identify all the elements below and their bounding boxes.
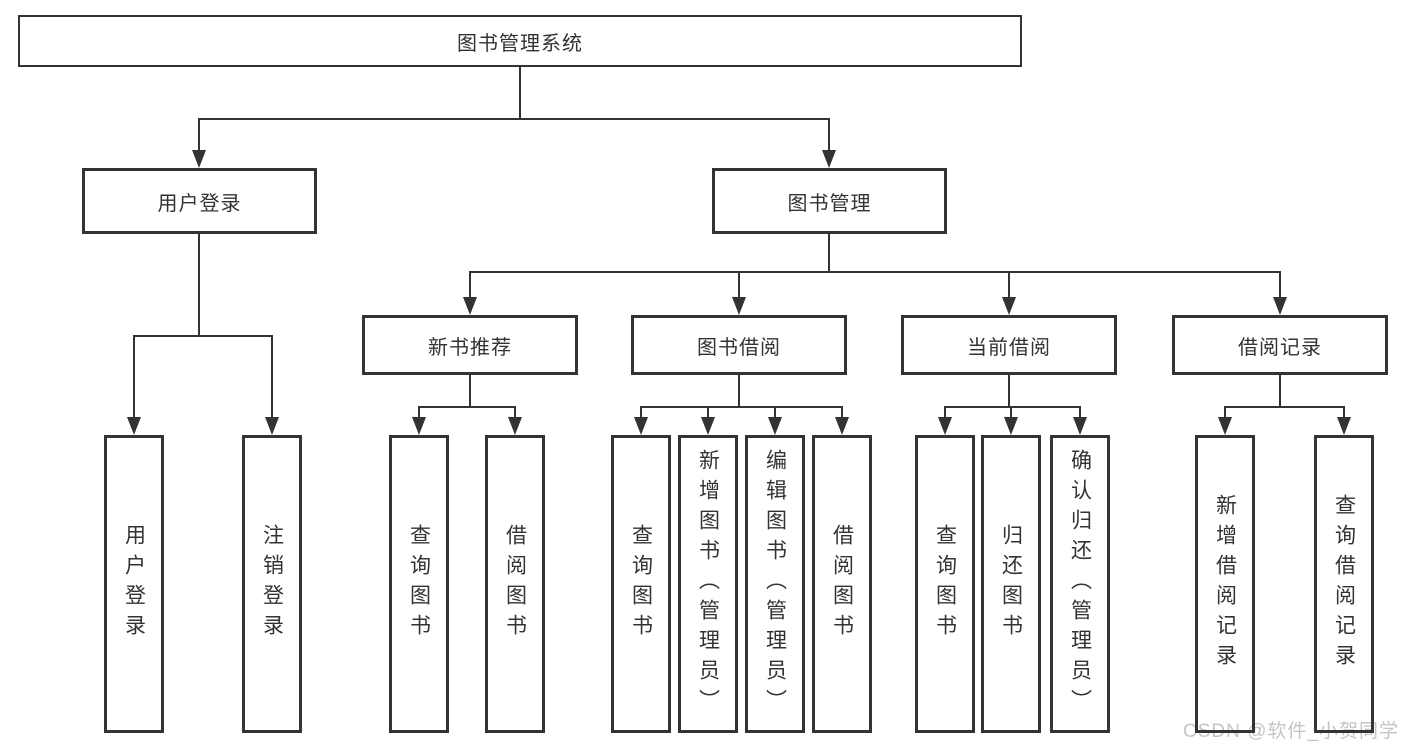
connector-line xyxy=(198,119,200,152)
node-new-book-rec-label: 新书推荐 xyxy=(428,336,512,359)
arrowhead-icon xyxy=(265,417,279,435)
connector-line xyxy=(707,407,709,419)
arrowhead-icon xyxy=(1273,297,1287,315)
arrowhead-icon xyxy=(768,417,782,435)
connector-line xyxy=(198,118,830,120)
leaf-confirm-return-admin-label: 确认归还（管理员） xyxy=(1068,449,1092,719)
arrowhead-icon xyxy=(1218,417,1232,435)
leaf-add-borrow-record: 新增借阅记录 xyxy=(1195,435,1255,733)
connector-line xyxy=(469,272,471,299)
leaf-borrow-book-borrow-label: 借阅图书 xyxy=(830,524,854,644)
node-borrow-records-label: 借阅记录 xyxy=(1238,336,1322,359)
arrowhead-icon xyxy=(1002,297,1016,315)
connector-line xyxy=(198,233,200,336)
connector-line xyxy=(640,406,843,408)
arrowhead-icon xyxy=(192,150,206,168)
arrowhead-icon xyxy=(1073,417,1087,435)
leaf-user-login: 用户登录 xyxy=(104,435,164,733)
leaf-query-borrow-record: 查询借阅记录 xyxy=(1314,435,1374,733)
node-root-label: 图书管理系统 xyxy=(457,32,583,55)
node-book-borrow-label: 图书借阅 xyxy=(697,336,781,359)
arrowhead-icon xyxy=(508,417,522,435)
connector-line xyxy=(1279,272,1281,299)
leaf-logout-label: 注销登录 xyxy=(260,524,284,644)
arrowhead-icon xyxy=(701,417,715,435)
node-user-login-label: 用户登录 xyxy=(157,192,242,215)
arrowhead-icon xyxy=(822,150,836,168)
leaf-return-book-label: 归还图书 xyxy=(999,524,1023,644)
connector-line xyxy=(1008,374,1010,407)
connector-line xyxy=(944,406,1081,408)
arrowhead-icon xyxy=(412,417,426,435)
leaf-user-login-label: 用户登录 xyxy=(122,524,146,644)
leaf-query-book-rec-label: 查询图书 xyxy=(407,524,431,644)
connector-line xyxy=(1224,407,1226,419)
connector-line xyxy=(1008,272,1010,299)
connector-line xyxy=(738,374,740,407)
connector-line xyxy=(514,407,516,419)
connector-line xyxy=(944,407,946,419)
node-current-borrow-label: 当前借阅 xyxy=(967,336,1051,359)
leaf-query-book-current: 查询图书 xyxy=(915,435,975,733)
node-user-login: 用户登录 xyxy=(82,168,317,234)
connector-line xyxy=(418,406,516,408)
leaf-add-book-admin-label: 新增图书（管理员） xyxy=(696,449,720,719)
connector-line xyxy=(418,407,420,419)
arrowhead-icon xyxy=(634,417,648,435)
leaf-return-book: 归还图书 xyxy=(981,435,1041,733)
arrowhead-icon xyxy=(1337,417,1351,435)
watermark-text: CSDN @软件_小贺同学 xyxy=(1183,721,1399,742)
connector-line xyxy=(1224,406,1345,408)
connector-line xyxy=(738,272,740,299)
connector-line xyxy=(1343,407,1345,419)
leaf-query-book-current-label: 查询图书 xyxy=(933,524,957,644)
arrowhead-icon xyxy=(1004,417,1018,435)
leaf-borrow-book-rec: 借阅图书 xyxy=(485,435,545,733)
connector-line xyxy=(271,336,273,419)
connector-line xyxy=(640,407,642,419)
leaf-edit-book-admin: 编辑图书（管理员） xyxy=(745,435,805,733)
node-root: 图书管理系统 xyxy=(18,15,1022,67)
connector-line xyxy=(774,407,776,419)
leaf-add-book-admin: 新增图书（管理员） xyxy=(678,435,738,733)
leaf-query-book-borrow-label: 查询图书 xyxy=(629,524,653,644)
leaf-add-borrow-record-label: 新增借阅记录 xyxy=(1213,494,1237,674)
connector-line xyxy=(828,119,830,152)
leaf-query-borrow-record-label: 查询借阅记录 xyxy=(1332,494,1356,674)
node-book-mgmt-label: 图书管理 xyxy=(787,192,872,215)
node-book-mgmt: 图书管理 xyxy=(712,168,947,234)
node-new-book-rec: 新书推荐 xyxy=(362,315,578,375)
leaf-borrow-book-borrow: 借阅图书 xyxy=(812,435,872,733)
arrowhead-icon xyxy=(732,297,746,315)
arrowhead-icon xyxy=(938,417,952,435)
node-current-borrow: 当前借阅 xyxy=(901,315,1117,375)
connector-line xyxy=(828,233,830,272)
connector-line xyxy=(133,336,135,419)
connector-line xyxy=(1279,374,1281,407)
node-book-borrow: 图书借阅 xyxy=(631,315,847,375)
arrowhead-icon xyxy=(463,297,477,315)
arrowhead-icon xyxy=(127,417,141,435)
node-borrow-records: 借阅记录 xyxy=(1172,315,1388,375)
connector-line xyxy=(519,66,521,119)
arrowhead-icon xyxy=(835,417,849,435)
connector-line xyxy=(1010,407,1012,419)
leaf-logout: 注销登录 xyxy=(242,435,302,733)
connector-line xyxy=(469,374,471,407)
leaf-query-book-rec: 查询图书 xyxy=(389,435,449,733)
leaf-query-book-borrow: 查询图书 xyxy=(611,435,671,733)
connector-line xyxy=(133,335,273,337)
leaf-borrow-book-rec-label: 借阅图书 xyxy=(503,524,527,644)
leaf-confirm-return-admin: 确认归还（管理员） xyxy=(1050,435,1110,733)
connector-line xyxy=(1079,407,1081,419)
leaf-edit-book-admin-label: 编辑图书（管理员） xyxy=(763,449,787,719)
connector-line xyxy=(841,407,843,419)
connector-line xyxy=(469,271,1281,273)
